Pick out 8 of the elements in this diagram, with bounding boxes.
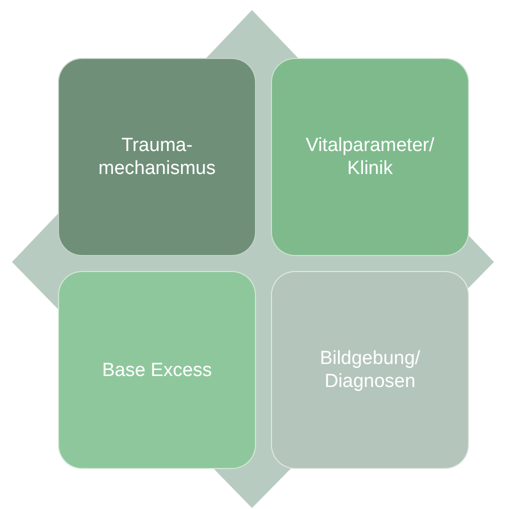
tile-label: Bildgebung/ Diagnosen (318, 347, 422, 393)
tile-label: Base Excess (102, 358, 212, 382)
rounded-tile (271, 271, 469, 469)
tile-label: Vitalparameter/ Klinik (304, 134, 436, 180)
rounded-tile (58, 58, 256, 256)
rounded-tile (271, 58, 469, 256)
rounded-tile (58, 271, 256, 469)
tile-label: Trauma-mechanismus (97, 134, 217, 180)
